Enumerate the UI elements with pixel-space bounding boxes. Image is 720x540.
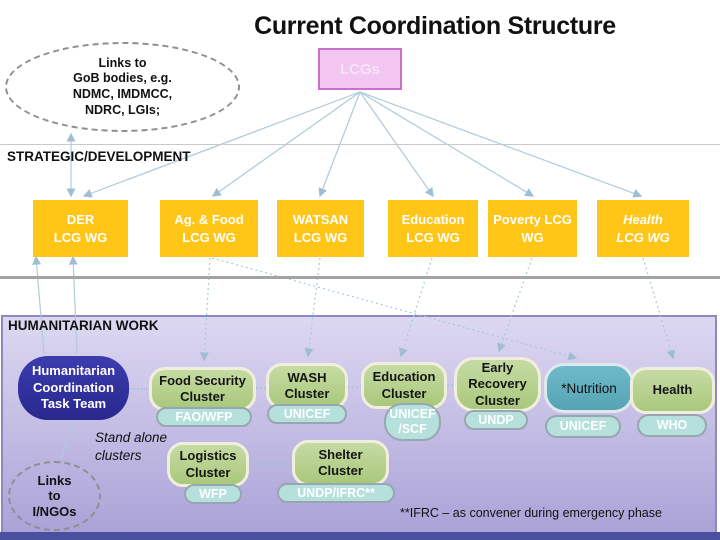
- agency-unicef-scf: UNICEF/SCF: [384, 403, 441, 441]
- agency-unicef-wash-label: UNICEF: [283, 406, 331, 421]
- cluster-health-label: Health: [652, 382, 693, 398]
- agency-unicef-scf-label: UNICEF/SCF: [389, 407, 436, 436]
- ifrc-footnote: **IFRC – as convener during emergency ph…: [400, 506, 662, 520]
- agency-undp-ifrc-label: UNDP/IFRC**: [297, 485, 375, 500]
- agency-unicef-nutrition: UNICEF: [545, 415, 621, 438]
- cluster-health: Health: [630, 367, 715, 414]
- lcgs-label: LCGs: [339, 60, 380, 78]
- agency-wfp-label: WFP: [199, 486, 227, 501]
- strategic-divider: [0, 144, 720, 145]
- lcgs-box: LCGs: [318, 48, 402, 90]
- agency-who-label: WHO: [656, 418, 688, 432]
- agency-fao-wfp: FAO/WFP: [156, 407, 252, 427]
- cluster-nutrition-label: *Nutrition: [561, 380, 617, 396]
- humanitarian-section-label: HUMANITARIAN WORK: [8, 318, 159, 333]
- footer-bar: [0, 532, 720, 540]
- agency-fao-wfp-label: FAO/WFP: [175, 409, 233, 424]
- humanitarian-divider: [0, 276, 720, 279]
- cluster-nutrition: *Nutrition: [544, 363, 634, 413]
- agency-who: WHO: [637, 414, 707, 437]
- agency-unicef-wash: UNICEF: [267, 404, 347, 424]
- strategic-section-label: STRATEGIC/DEVELOPMENT: [7, 149, 191, 164]
- page-title: Current Coordination Structure: [254, 12, 616, 40]
- agency-undp: UNDP: [464, 410, 528, 430]
- agency-undp-ifrc: UNDP/IFRC**: [277, 483, 395, 503]
- agency-undp-label: UNDP: [478, 412, 514, 427]
- agency-wfp: WFP: [184, 484, 242, 504]
- agency-unicef-nutrition-label: UNICEF: [559, 419, 607, 433]
